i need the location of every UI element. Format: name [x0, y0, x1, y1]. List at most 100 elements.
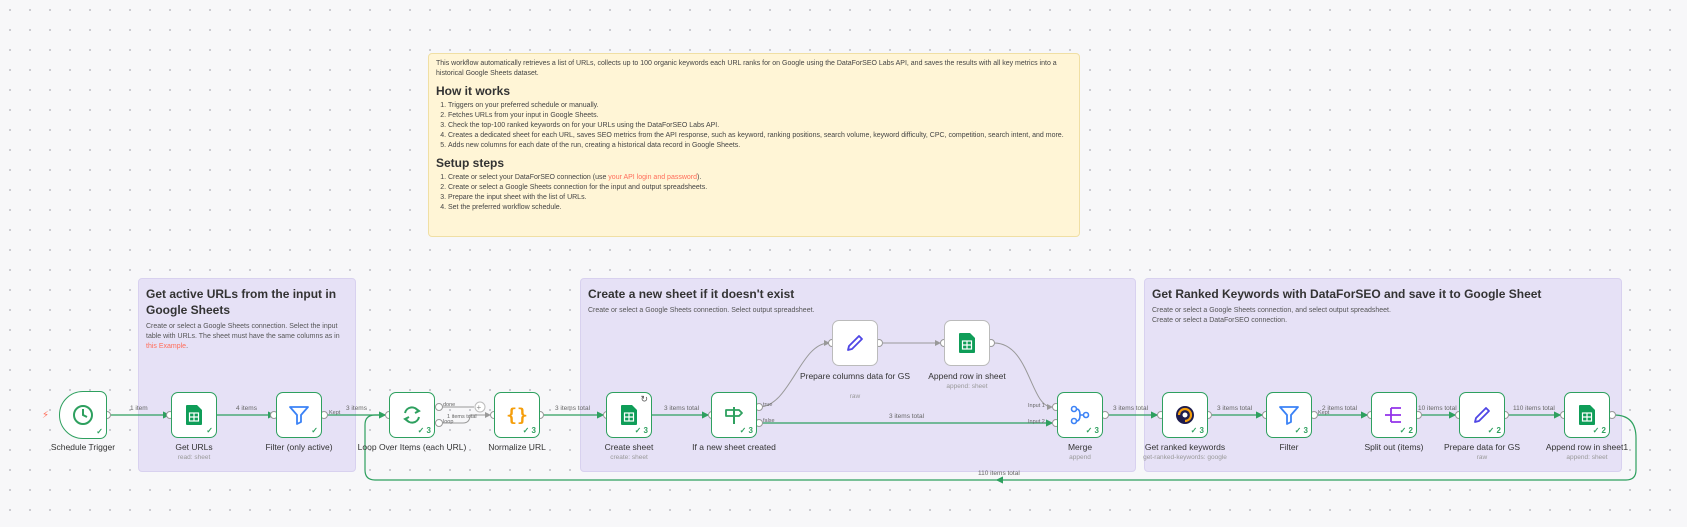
edge-label: 1 item: [130, 405, 148, 412]
node-subtitle: get-ranked-keywords: google: [1143, 454, 1227, 461]
api-login-link[interactable]: your API login and password: [608, 174, 698, 181]
node-label: Schedule Trigger: [50, 442, 116, 452]
sticky-note[interactable]: This workflow automatically retrieves a …: [428, 53, 1080, 237]
google-sheets-icon: [607, 393, 651, 437]
node-schedule-trigger[interactable]: ✓: [59, 391, 107, 439]
node-label: Merge: [1067, 442, 1093, 452]
filter-icon: [1267, 393, 1311, 437]
edge-label: 3 items: [346, 405, 367, 412]
pencil-icon: [1460, 393, 1504, 437]
edge-label-input1: Input 1: [1028, 403, 1045, 409]
note-how-item: Creates a dedicated sheet for each URL, …: [448, 131, 1072, 141]
note-setup-item: Create or select your DataForSEO connect…: [448, 173, 1072, 183]
group-description-text: Create or select a Google Sheets connect…: [146, 323, 340, 340]
add-node-button: [474, 401, 486, 413]
node-filter-only-active[interactable]: ✓: [276, 392, 322, 438]
edge-label: 10 items total: [1418, 405, 1457, 412]
group-description: Create or select a DataForSEO connection…: [1152, 317, 1288, 324]
note-intro: This workflow automatically retrieves a …: [436, 60, 1057, 77]
edge-label: 110 items total: [1513, 405, 1555, 412]
group-description: Create or select a Google Sheets connect…: [588, 307, 815, 314]
edge-loop-back: [364, 414, 1637, 481]
node-append-row-1[interactable]: ✓ 2: [1564, 392, 1610, 438]
edge-label-false: false: [763, 418, 775, 424]
edge-label: 3 items total: [664, 405, 700, 412]
node-label: Create sheet: [604, 442, 654, 452]
google-sheets-icon: [172, 393, 216, 437]
node-subtitle: append: [1069, 454, 1091, 461]
note-setup-item: Set the preferred workflow schedule.: [448, 203, 1072, 213]
node-label: Normalize URL: [488, 442, 546, 452]
group-ranked-keywords[interactable]: Get Ranked Keywords with DataForSEO and …: [1144, 278, 1622, 472]
group-description-text: .: [186, 343, 189, 350]
node-subtitle: raw: [1476, 454, 1488, 461]
edge-label: 4 items: [236, 405, 257, 412]
node-label: Filter (only active): [265, 442, 333, 452]
example-link[interactable]: this Example: [146, 343, 187, 350]
node-label: Prepare columns data for GS: [799, 371, 911, 381]
edge-label: 3 items total: [1217, 405, 1253, 412]
node-prepare-columns[interactable]: [832, 320, 878, 366]
success-check-icon: ✓ 3: [417, 426, 431, 435]
node-label: Get ranked keywords: [1144, 442, 1226, 452]
node-get-ranked-keywords[interactable]: ✓ 3: [1162, 392, 1208, 438]
note-how-list: Triggers on your preferred schedule or m…: [436, 101, 1072, 151]
node-subtitle: read: sheet: [177, 454, 211, 461]
filter-icon: [277, 393, 321, 437]
node-subtitle: append: sheet: [946, 383, 988, 390]
loop-icon: [390, 393, 434, 437]
edge-label: 110 items total: [978, 470, 1020, 477]
clock-icon: [60, 392, 106, 438]
node-split-out[interactable]: ✓ 2: [1371, 392, 1417, 438]
group-title: Get Ranked Keywords with DataForSEO and …: [1152, 287, 1542, 301]
dataforseo-icon: [1163, 393, 1207, 437]
braces-glyph: {}: [506, 404, 528, 426]
success-check-icon: ✓ 2: [1592, 426, 1606, 435]
success-check-icon: ✓: [206, 426, 213, 435]
edge-label: 3 items total: [889, 413, 925, 420]
node-subtitle: append: sheet: [1566, 454, 1608, 461]
success-check-icon: ✓ 3: [634, 426, 648, 435]
note-setup-text: ).: [697, 174, 702, 181]
note-setup-text: Create or select your DataForSEO connect…: [448, 174, 609, 181]
note-setup-list: Create or select your DataForSEO connect…: [436, 173, 1072, 213]
success-check-icon: ✓: [311, 426, 318, 435]
edge-label-kept: Kept: [329, 410, 341, 416]
edge-label-true: true: [763, 402, 773, 408]
success-check-icon: ✓: [96, 427, 103, 436]
retry-icon: ↻: [640, 394, 648, 404]
node-if-new-sheet[interactable]: ✓ 3: [711, 392, 757, 438]
google-sheets-icon: [945, 321, 989, 365]
signpost-icon: [712, 393, 756, 437]
group-description: Create or select a Google Sheets connect…: [1152, 307, 1391, 314]
edge-label: 3 items total: [1113, 405, 1149, 412]
node-label: Append row in sheet: [928, 371, 1006, 381]
node-create-sheet[interactable]: ↻ ✓ 3: [606, 392, 652, 438]
success-check-icon: ✓ 3: [522, 426, 536, 435]
edge-if-true-prepare: [758, 340, 830, 408]
node-append-row[interactable]: [944, 320, 990, 366]
success-check-icon: ✓ 2: [1399, 426, 1413, 435]
group-title: Get active URLs from the input in Google…: [146, 287, 337, 317]
code-braces-icon: {}: [495, 393, 539, 437]
group-create-sheet[interactable]: Create a new sheet if it doesn't exist C…: [580, 278, 1136, 472]
group-title: Create a new sheet if it doesn't exist: [588, 287, 795, 301]
edge-label: 3 items total: [555, 405, 591, 412]
node-merge[interactable]: ✓ 3: [1057, 392, 1103, 438]
node-loop-over-items[interactable]: ✓ 3: [389, 392, 435, 438]
note-setup-item: Prepare the input sheet with the list of…: [448, 193, 1072, 203]
node-label: Append row in sheet1: [1545, 442, 1629, 452]
node-subtitle: create: sheet: [610, 454, 648, 461]
edge-loop-normalize: [439, 412, 491, 424]
group-get-active-urls[interactable]: Get active URLs from the input in Google…: [138, 278, 356, 472]
note-how-item: Triggers on your preferred schedule or m…: [448, 101, 1072, 111]
note-setup-title: Setup steps: [436, 156, 505, 170]
node-prepare-data[interactable]: ✓ 2: [1459, 392, 1505, 438]
split-icon: [1372, 393, 1416, 437]
node-normalize-url[interactable]: {} ✓ 3: [494, 392, 540, 438]
node-label: Split out (items): [1364, 442, 1424, 452]
edge-label: 2 items total: [1322, 405, 1358, 412]
success-check-icon: ✓ 3: [739, 426, 753, 435]
node-filter[interactable]: ✓ 3: [1266, 392, 1312, 438]
node-get-urls[interactable]: ✓: [171, 392, 217, 438]
